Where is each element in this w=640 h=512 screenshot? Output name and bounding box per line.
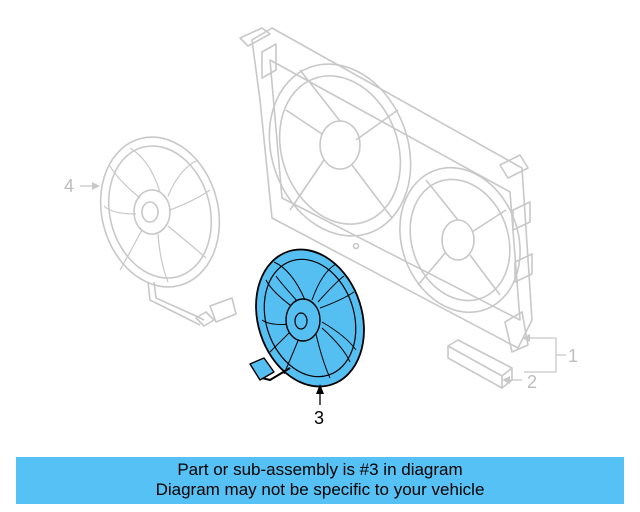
callout-3[interactable]: 3 <box>314 408 324 428</box>
leader-line-1 <box>524 337 566 373</box>
callout-2[interactable]: 2 <box>527 372 537 392</box>
callout-4[interactable]: 4 <box>64 176 74 196</box>
callout-1[interactable]: 1 <box>568 346 578 366</box>
arrowhead-2 <box>502 376 510 384</box>
bracket-icon[interactable] <box>447 339 513 389</box>
fan-shroud-icon[interactable] <box>239 27 540 353</box>
fan-blade-icon[interactable] <box>84 124 237 327</box>
banner-line-disclaimer: Diagram may not be specific to your vehi… <box>155 480 485 499</box>
banner-line-part: Part or sub-assembly is #3 in diagram <box>177 460 463 479</box>
parts-diagram: 1 2 3 4 <box>64 27 578 428</box>
arrowhead-1 <box>522 334 530 342</box>
arrowhead-4 <box>92 182 100 190</box>
cooling-fan-assembly-icon[interactable] <box>239 235 381 400</box>
arrowhead-3 <box>316 384 324 394</box>
info-banner: Part or sub-assembly is #3 in diagram Di… <box>16 457 624 504</box>
